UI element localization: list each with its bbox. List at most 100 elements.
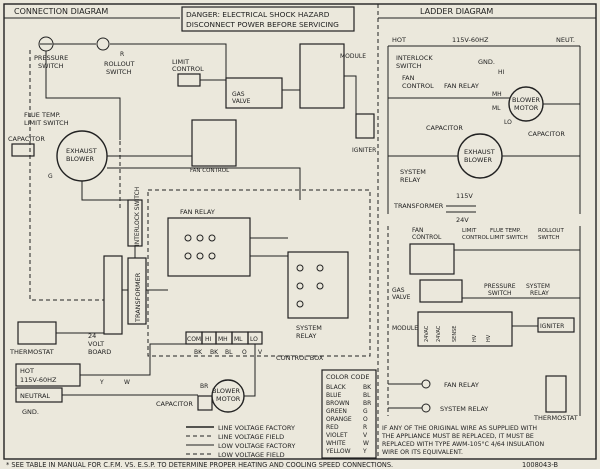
pressure-switch-label-2: SWITCH [38,62,64,70]
line-legend: LINE VOLTAGE FACTORY LINE VOLTAGE FIELD … [186,424,295,459]
svg-text:HV: HV [472,334,478,342]
system-relay-block [287,251,349,319]
blower-motor-label-2: MOTOR [216,395,241,403]
legend-line-voltage-factory: LINE VOLTAGE FACTORY [218,424,295,432]
ladder-fan-control-block [409,243,455,275]
interlock-label: INTERLOCK SWITCH [134,187,141,246]
connection-diagram-title: CONNECTION DIAGRAM [14,7,108,16]
gas-valve-block [225,77,283,109]
ladder-module-terminals: 24VAC 24VAC SENSE HV HV [424,325,492,342]
ladder-neut-label: NEUT. [556,36,575,44]
system-relay-label-1: SYSTEM [296,324,322,332]
system-relay-label-2: RELAY [296,332,316,340]
pressure-switch-label-1: PRESSURE [34,54,68,62]
module-block-top [299,43,345,109]
fan-relay-label: FAN RELAY [180,208,215,216]
svg-text:WIRE OR ITS EQUIVALENT.: WIRE OR ITS EQUIVALENT. [382,449,463,456]
ladder-system-relay-low-label-2: RELAY [530,290,549,297]
color-code: Y [362,448,367,455]
ladder-hi: HI [498,69,505,76]
color-name: BLUE [326,392,342,399]
ladder-interlock-label-2: SWITCH [396,62,422,70]
color-code-rows: BLACK BK BLUE BL BROWN BR GREEN G ORANGE… [325,384,372,455]
ladder-ml: ML [492,105,501,112]
gas-valve-label-1: GAS [232,91,245,98]
color-name: GREEN [326,408,347,415]
terminal-ml: ML [234,336,243,343]
ladder-fan-relay-label: FAN RELAY [444,82,479,90]
footer-note: * SEE TABLE IN MANUAL FOR C.F.M. VS. E.S… [6,461,393,469]
ladder-rollout-label-2: SWITCH [538,235,560,241]
ladder-rollout-label-1: ROLLOUT [538,228,564,234]
color-code: BK [363,384,372,391]
ladder-24v-label: 24V [456,216,469,224]
svg-text:SENSE: SENSE [452,326,458,342]
ladder-thermostat-label: THERMOSTAT [533,414,578,422]
volt-board-label-2: VOLT [88,340,104,348]
igniter-symbol [355,113,375,139]
ladder-interlock-label-1: INTERLOCK [396,54,433,62]
control-box-label: CONTROL BOX [276,354,324,362]
ladder-thermostat-symbol [545,375,567,413]
hot-label: HOT [20,367,34,375]
fan-control-label: FAN CONTROL [190,168,230,174]
ladder-blower-motor-label-2: MOTOR [514,104,539,112]
ladder-igniter-symbol [537,317,575,333]
exhaust-blower-label-1: EXHAUST [66,147,97,155]
ladder-diagram-title: LADDER DIAGRAM [420,7,493,16]
replacement-wire-note: IF ANY OF THE ORIGINAL WIRE AS SUPPLIED … [381,425,544,456]
ladder-transformer-label: TRANSFORMER [393,202,444,210]
svg-text:IF ANY OF THE ORIGINAL WIRE AS: IF ANY OF THE ORIGINAL WIRE AS SUPPLIED … [382,425,537,432]
ladder-limit-control-label-1: LIMIT [462,228,477,234]
color-code: R [363,424,367,431]
legend-line-voltage-field: LINE VOLTAGE FIELD [218,433,284,441]
color-code-title: COLOR CODE [326,373,370,381]
volt-board-block [103,255,123,335]
gas-valve-label-2: VALVE [232,98,251,105]
igniter-label: IGNITER [352,147,376,154]
ladder-fan-control-label-1: FAN [402,74,415,82]
svg-text:THE APPLIANCE MUST BE REPLACED: THE APPLIANCE MUST BE REPLACED, IT MUST … [381,433,534,440]
sheet-border [3,3,597,460]
connection-wires [29,43,357,397]
wire-label-br: BR [200,383,208,390]
wire-label-v: V [258,349,263,356]
flue-temp-label-1: FLUE TEMP. [24,111,61,119]
volt-board-label-1: 24 [88,332,96,340]
capacitor-bottom-label: CAPACITOR [156,400,193,408]
ladder-exhaust-blower-label-2: BLOWER [464,156,492,164]
thermostat-label: THERMOSTAT [9,348,54,356]
wire-label-o: O [242,349,247,356]
color-name: BROWN [326,400,349,407]
capacitor-top-symbol [11,143,35,157]
blower-motor-label-1: BLOWER [212,387,240,395]
ladder-fan-relay-low-label: FAN RELAY [444,381,479,389]
svg-text:24VAC: 24VAC [424,325,430,342]
ladder-gas-valve-label-2: VALVE [392,294,411,301]
ladder-igniter-label: IGNITER [540,323,564,330]
wire-label-bk-1: BK [194,349,203,356]
color-name: YELLOW [325,448,351,455]
ladder-flue-temp-label-1: FLUE TEMP. [490,228,521,234]
svg-text:HV: HV [486,334,492,342]
part-number: 1008043-B [522,461,559,469]
ladder-module-block [417,311,513,347]
terminal-lo: LO [250,336,258,343]
module-label: MODULE [340,53,366,60]
terminal-strip: COM HI MH ML LO [185,331,263,345]
fan-control-block [191,119,237,167]
ladder-fan-control-low-label-1: FAN [412,227,424,234]
rollout-switch-label-1: ROLLOUT [104,60,135,68]
thermostat-symbol [17,321,57,345]
capacitor-top-label: CAPACITOR [8,135,45,143]
color-code-box [321,369,377,459]
ladder-gas-valve-label-1: GAS [392,287,405,294]
ladder-lo: LO [504,119,512,126]
color-name: BLACK [326,384,347,391]
ladder-system-relay-label-2: RELAY [400,176,420,184]
ladder-gnd-label: GND. [478,58,495,66]
terminal-hi: HI [205,336,212,343]
ladder-hot-label: HOT [392,36,406,44]
